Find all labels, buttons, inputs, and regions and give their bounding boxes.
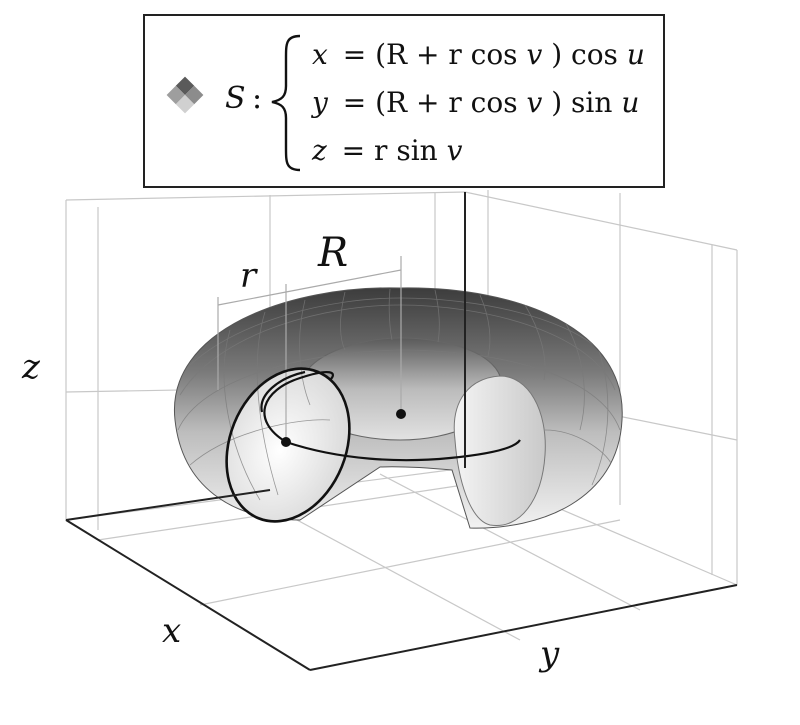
- minor-radius-label: r: [240, 256, 258, 296]
- bounding-box-frame: [65, 192, 738, 671]
- eq2-rhs-pre: (R + r cos: [375, 86, 526, 119]
- torus-centre-point: [396, 409, 406, 419]
- tube-cross-section-circle: [225, 367, 351, 523]
- eq2-rhs-var: v: [526, 86, 542, 119]
- curves: [225, 367, 521, 523]
- eq3-lhs: z: [311, 134, 327, 167]
- eq1-rhs-post: ) cos: [551, 38, 627, 71]
- eq2-rhs-post: ) sin: [551, 86, 621, 119]
- eq1-rhs-var: v: [526, 38, 542, 71]
- equation-line-3: z = r sin v: [311, 134, 463, 167]
- eq3-rhs-var: v: [447, 134, 463, 167]
- axis-x-label: x: [162, 611, 181, 651]
- major-radius-label: R: [317, 230, 348, 276]
- eq3-rhs-pre: r sin: [374, 134, 447, 167]
- svg-text:z = r sin: z = r sin v: [311, 134, 463, 167]
- surface-name: S: [225, 81, 246, 116]
- radius-guides: [217, 256, 402, 442]
- eq1-lhs: x: [312, 38, 328, 71]
- equation-line-2: y = (R + r cos v ) sin u: [310, 86, 639, 119]
- eq1-rhs-last: u: [627, 38, 645, 71]
- eq2-lhs: y: [310, 86, 329, 119]
- axis-y-label: y: [538, 634, 560, 674]
- torus-centre-circle: [263, 371, 521, 462]
- eq2-rhs-last: u: [621, 86, 639, 119]
- equation-legend: S : x = (R + r cos v ) cos u y = (R + r …: [143, 14, 665, 188]
- brace: [271, 34, 301, 172]
- axis-z-label: z: [21, 347, 41, 387]
- equation-line-1: x = (R + r cos v ) cos u: [312, 38, 645, 71]
- svg-text:x = (R + r c: x = (R + r cos v ) cos u: [312, 38, 645, 71]
- tube-centre-point: [281, 437, 291, 447]
- eq1-rhs-pre: (R + r cos: [375, 38, 526, 71]
- svg-text:y = (R + r c: y = (R + r cos v ) sin u: [310, 86, 639, 119]
- surface-separator: :: [252, 81, 262, 116]
